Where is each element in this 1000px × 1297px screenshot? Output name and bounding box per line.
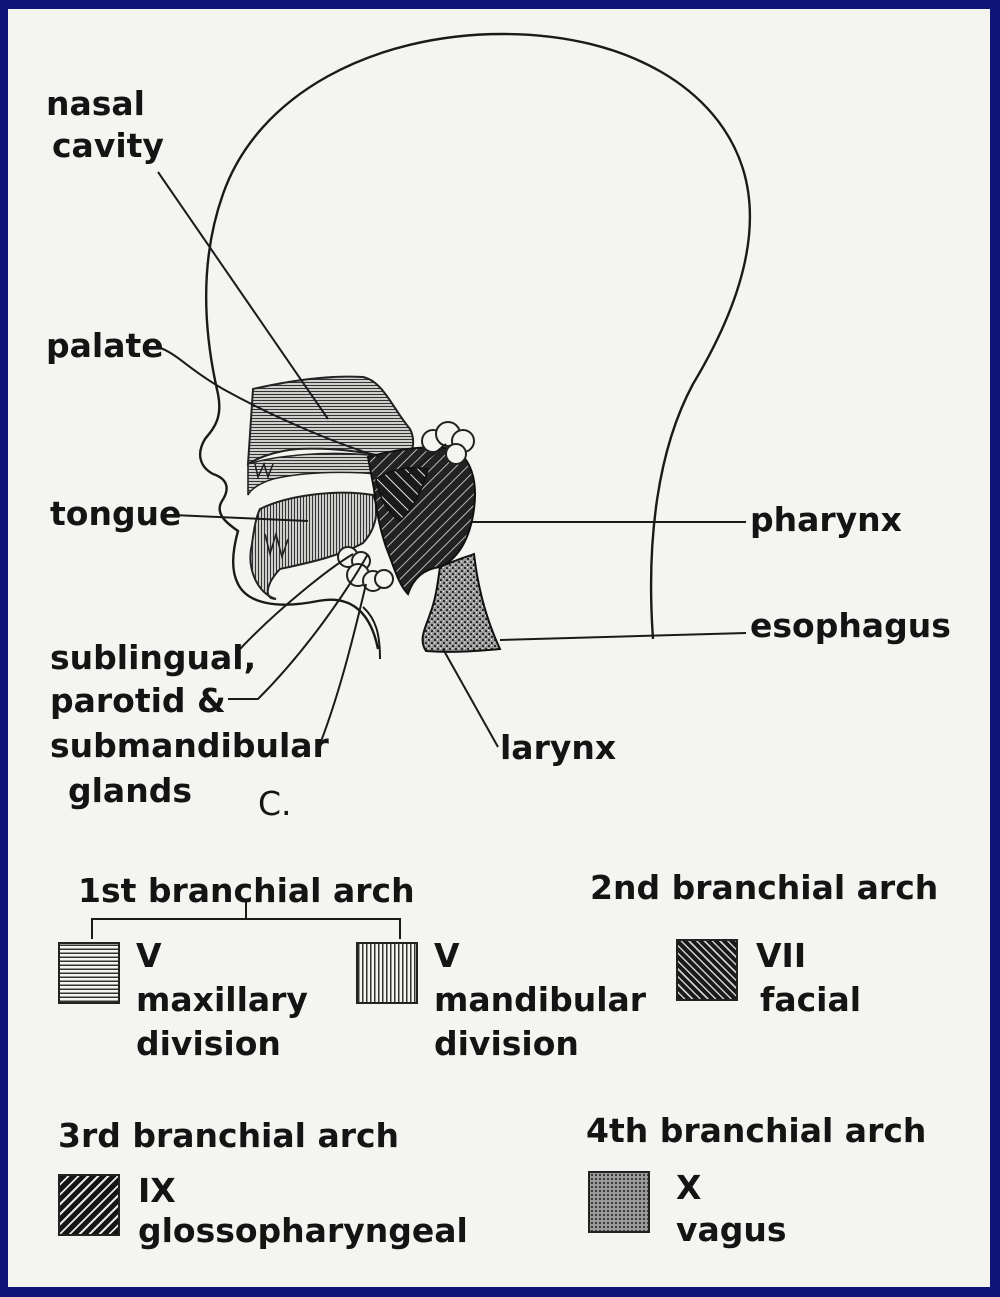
- legend-facial-nerve: VII: [756, 936, 807, 975]
- label-glands-line1: sublingual,: [50, 638, 257, 677]
- maxillary-region: [246, 375, 415, 466]
- label-cavity: cavity: [52, 126, 164, 165]
- label-larynx: larynx: [500, 728, 617, 767]
- neck-line: [362, 606, 381, 660]
- legend-mandibular-line1: mandibular: [434, 980, 647, 1019]
- label-glands-line2: parotid &: [50, 681, 226, 720]
- swatch-glossopharyngeal: [58, 1174, 120, 1236]
- glossopharyngeal-region: [375, 466, 429, 523]
- upper-teeth: [254, 461, 274, 480]
- legend-vagus-name: vagus: [676, 1210, 787, 1249]
- soft-tissue-blobs: [421, 421, 475, 465]
- legend-maxillary-line2: division: [136, 1024, 281, 1063]
- legend-mandibular-nerve: V: [434, 936, 460, 975]
- legend-glossopharyngeal-name: glossopharyngeal: [138, 1211, 468, 1250]
- legend-arch4-heading: 4th branchial arch: [586, 1111, 927, 1150]
- head-diagram: [91, 32, 752, 939]
- lower-teeth: [264, 531, 289, 560]
- legend-bracket-arch1: [91, 899, 401, 939]
- head-outline: [198, 32, 752, 650]
- legend-vagus-nerve: X: [676, 1168, 702, 1207]
- swatch-maxillary: [58, 942, 120, 1004]
- legend-maxillary-nerve: V: [136, 936, 162, 975]
- legend-arch2-heading: 2nd branchial arch: [590, 868, 939, 907]
- label-glands-line3: submandibular: [50, 726, 329, 765]
- label-nasal: nasal: [46, 84, 145, 123]
- swatch-facial: [676, 939, 738, 1001]
- label-palate: palate: [46, 326, 164, 365]
- larynx-esophagus: [421, 552, 502, 653]
- legend-arch3-heading: 3rd branchial arch: [58, 1116, 400, 1155]
- legend-maxillary-line1: maxillary: [136, 980, 308, 1019]
- swatch-vagus: [588, 1171, 650, 1233]
- label-pharynx: pharynx: [750, 500, 902, 539]
- label-esophagus: esophagus: [750, 606, 951, 645]
- legend-facial-name: facial: [760, 980, 862, 1019]
- legend-arch1-heading: 1st branchial arch: [78, 871, 415, 910]
- label-glands-line4: glands: [68, 771, 192, 810]
- leader-lines: [157, 171, 747, 750]
- label-tongue: tongue: [50, 494, 182, 533]
- swatch-mandibular: [356, 942, 418, 1004]
- legend-mandibular-line2: division: [434, 1024, 579, 1063]
- legend-glossopharyngeal-nerve: IX: [138, 1171, 176, 1210]
- panel-letter: C.: [258, 784, 292, 823]
- diagram-frame: nasal cavity palate tongue pharynx esoph…: [8, 9, 990, 1287]
